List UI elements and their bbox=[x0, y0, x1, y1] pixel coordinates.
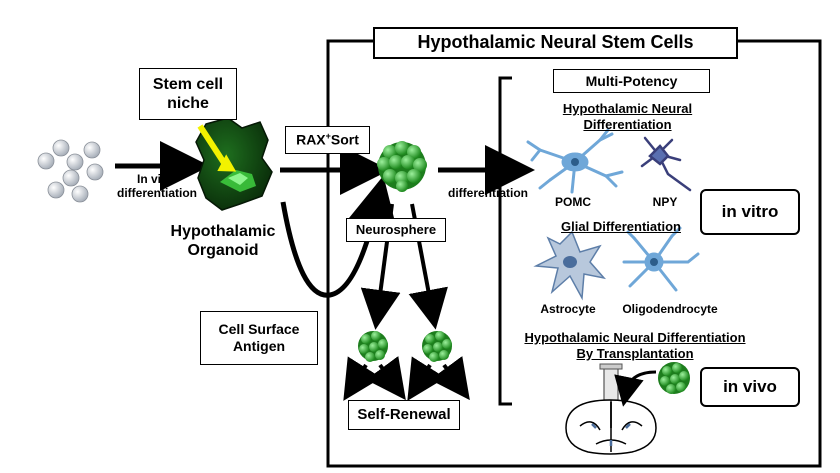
rax-sort-box: RAX+Sort bbox=[285, 126, 370, 154]
astrocyte-icon bbox=[533, 230, 607, 301]
in-vitro-diff-label: In vitro differentiation bbox=[117, 172, 197, 201]
input-cells bbox=[37, 139, 104, 203]
main-title-box: Hypothalamic Neural Stem Cells bbox=[373, 27, 738, 59]
neurosphere-left bbox=[358, 331, 388, 362]
pomc-neuron-icon bbox=[526, 128, 624, 194]
in-vivo-label: in vivo bbox=[723, 376, 777, 396]
rax-sort-label: RAX+Sort bbox=[296, 131, 359, 148]
stem-cell-niche-label: Stem cell niche bbox=[152, 75, 224, 112]
neurosphere-right bbox=[422, 331, 452, 362]
arrow-cell-surface-antigen bbox=[280, 175, 397, 298]
main-title: Hypothalamic Neural Stem Cells bbox=[417, 32, 694, 53]
multipotency-bracket bbox=[498, 76, 512, 406]
arrow-sr-4 bbox=[430, 356, 470, 401]
differentiation-label: differentiation bbox=[448, 186, 528, 200]
hyp-neural-diff-label: Hypothalamic Neural Differentiation bbox=[562, 101, 693, 132]
cell-surface-antigen-box: Cell Surface Antigen bbox=[200, 311, 318, 365]
astrocyte-label: Astrocyte bbox=[540, 302, 596, 316]
arrow-sr-2 bbox=[366, 356, 406, 401]
neurosphere-label: Neurosphere bbox=[355, 222, 437, 238]
arrow-transplant bbox=[614, 370, 657, 407]
in-vitro-box: in vitro bbox=[700, 189, 800, 235]
oligodendrocyte-label: Oligodendrocyte bbox=[622, 302, 718, 316]
oligodendrocyte-icon bbox=[622, 226, 700, 292]
glial-diff-label: Glial Differentiation bbox=[561, 219, 681, 234]
in-vitro-label: in vitro bbox=[721, 201, 779, 221]
transplant-label: Hypothalamic Neural Differentiation By T… bbox=[524, 330, 746, 361]
stem-cell-niche-box: Stem cell niche bbox=[139, 68, 237, 120]
multi-potency-label: Multi-Potency bbox=[585, 72, 678, 89]
neurosphere-main bbox=[377, 141, 427, 192]
cell-surface-antigen-label: Cell Surface Antigen bbox=[218, 321, 300, 354]
arrow-sr-1 bbox=[343, 356, 382, 401]
arrow-sr-3 bbox=[407, 356, 446, 401]
self-renewal-box: Self-Renewal bbox=[348, 400, 460, 430]
in-vivo-box: in vivo bbox=[700, 367, 800, 407]
npy-label: NPY bbox=[652, 195, 678, 209]
neurosphere-transplant bbox=[658, 362, 690, 394]
multi-potency-box: Multi-Potency bbox=[553, 69, 710, 93]
neurosphere-box: Neurosphere bbox=[346, 218, 446, 242]
self-renewal-label: Self-Renewal bbox=[357, 406, 451, 423]
niche-arrow bbox=[197, 124, 229, 168]
npy-neuron-icon bbox=[640, 136, 692, 192]
organoid-label: Hypothalamic Organoid bbox=[170, 223, 276, 260]
organoid bbox=[195, 117, 273, 211]
brain-section-icon bbox=[565, 399, 657, 455]
pomc-label: POMC bbox=[555, 195, 591, 209]
